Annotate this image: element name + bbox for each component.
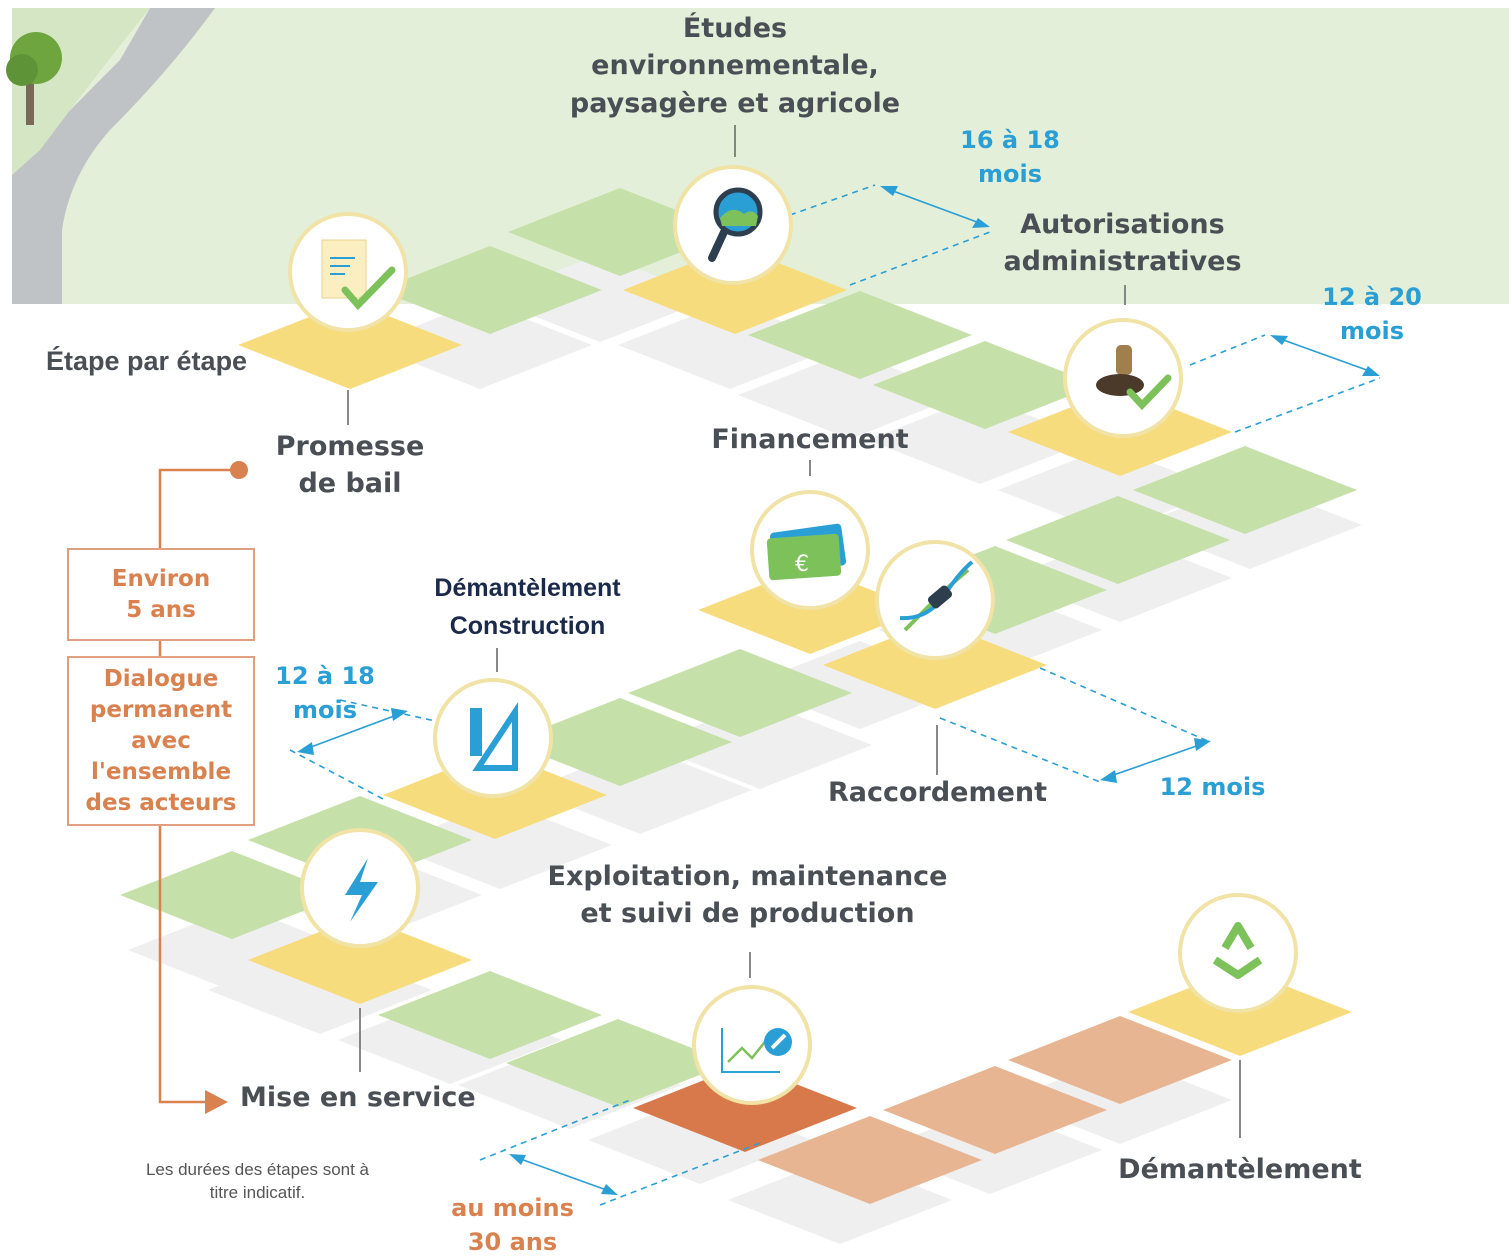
duration-raccordement: 12 mois bbox=[1159, 773, 1266, 801]
path-tile bbox=[120, 851, 344, 939]
duration-arrowheads bbox=[297, 186, 1380, 1195]
path-tile bbox=[378, 246, 602, 334]
shadow-tile bbox=[388, 801, 612, 889]
timeline-dialogue: Dialogue permanent avec l'ensemble des a… bbox=[85, 666, 237, 817]
shadow-tile bbox=[998, 446, 1222, 534]
label-mise-en-service: Mise en service bbox=[240, 1082, 476, 1113]
guide-raccordement-b bbox=[939, 717, 1101, 783]
timeline-total: Environ 5 ans bbox=[111, 566, 211, 624]
chart-wrench-icon bbox=[692, 985, 812, 1105]
guide-autorisations-a bbox=[1189, 334, 1266, 366]
arrow-autorisations bbox=[1274, 336, 1376, 374]
path-tile bbox=[883, 1066, 1107, 1154]
tree-icon bbox=[6, 32, 62, 125]
step-icons: € bbox=[288, 165, 1298, 1105]
path-tile bbox=[238, 301, 462, 389]
guide-exploitation-a bbox=[479, 1099, 631, 1161]
path-tile bbox=[623, 246, 847, 334]
magnifier-landscape-icon bbox=[673, 165, 793, 285]
timeline-bracket bbox=[158, 468, 238, 1104]
path-tile bbox=[1133, 446, 1357, 534]
path-tile bbox=[628, 649, 852, 737]
path-tile bbox=[758, 1116, 982, 1204]
guide-etudes-b bbox=[849, 231, 991, 286]
lightning-icon bbox=[300, 828, 420, 948]
path-tile bbox=[633, 1064, 857, 1152]
guide-raccordement-a bbox=[1039, 667, 1211, 743]
duration-construction: 12 à 18 mois bbox=[275, 662, 375, 724]
label-demantelement-construction: Démantèlement Construction bbox=[434, 574, 621, 640]
path-tile bbox=[823, 621, 1047, 709]
path-tile bbox=[1006, 496, 1230, 584]
path-tile bbox=[873, 341, 1097, 429]
shadow-tile bbox=[868, 396, 1092, 484]
path-tile bbox=[378, 971, 602, 1059]
path-tile bbox=[748, 291, 972, 379]
arrow-raccordement bbox=[1104, 742, 1206, 779]
shadow-tile bbox=[368, 301, 592, 389]
shadow-tile bbox=[648, 701, 872, 789]
duration-autorisations: 12 à 20 mois bbox=[1322, 283, 1422, 345]
guide-autorisations-b bbox=[1234, 377, 1381, 433]
road bbox=[12, 8, 215, 304]
recycle-icon bbox=[1178, 893, 1298, 1013]
disclaimer-note: Les durées des étapes sont à titre indic… bbox=[145, 1160, 370, 1202]
timeline-dialogue-box bbox=[67, 656, 255, 826]
guide-construction-a bbox=[289, 749, 386, 801]
duration-etudes: 16 à 18 mois bbox=[960, 126, 1060, 188]
svg-text:€: € bbox=[795, 552, 809, 577]
label-autorisations: Autorisations administratives bbox=[1003, 209, 1242, 278]
arrow-exploitation bbox=[514, 1156, 613, 1193]
timeline-arrowhead bbox=[205, 1090, 228, 1114]
arrow-etudes bbox=[884, 187, 986, 226]
duration-guides bbox=[289, 184, 1381, 1206]
label-raccordement: Raccordement bbox=[827, 777, 1048, 808]
timeline-start-dot bbox=[230, 461, 248, 479]
label-financement: Financement bbox=[711, 424, 909, 455]
label-exploitation: Exploitation, maintenance et suivi de pr… bbox=[547, 861, 948, 930]
timeline-total-box bbox=[67, 548, 255, 641]
banknotes-euro-icon: € bbox=[750, 490, 870, 610]
label-demantelement: Démantèlement bbox=[1118, 1154, 1362, 1185]
label-promesse: Promesse de bail bbox=[275, 431, 425, 500]
document-check-icon bbox=[288, 212, 408, 332]
duration-exploitation: au moins 30 ans bbox=[451, 1194, 574, 1256]
ruler-square-icon bbox=[433, 678, 553, 798]
path-tile bbox=[506, 1019, 730, 1107]
arrow-construction bbox=[302, 712, 403, 751]
guide-etudes-a bbox=[789, 184, 876, 216]
path-tile bbox=[248, 916, 472, 1004]
label-etudes: Études environnementale, paysagère et ag… bbox=[569, 13, 901, 119]
path-tile bbox=[508, 698, 732, 786]
page-title: Étape par étape bbox=[46, 346, 248, 376]
connectors bbox=[347, 125, 1241, 1138]
path-tile bbox=[1008, 1016, 1232, 1104]
plug-cable-icon bbox=[875, 540, 995, 660]
stamp-check-icon bbox=[1063, 318, 1183, 438]
